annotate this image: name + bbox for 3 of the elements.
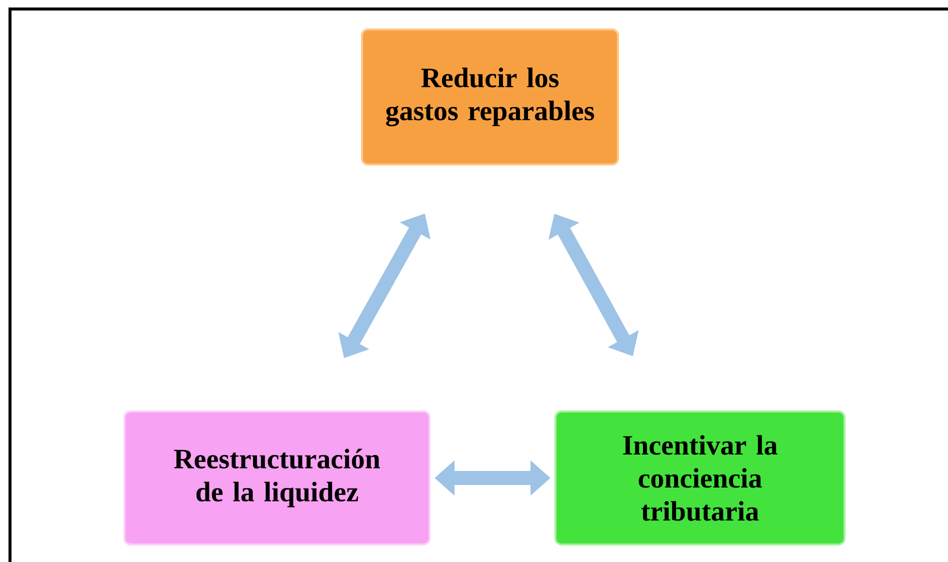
process-box: Reducir los gastos reparables <box>361 28 619 166</box>
process-box: Reestructuración de la liquidez <box>124 410 430 546</box>
process-box: Incentivar la conciencia tributaria <box>554 410 846 546</box>
